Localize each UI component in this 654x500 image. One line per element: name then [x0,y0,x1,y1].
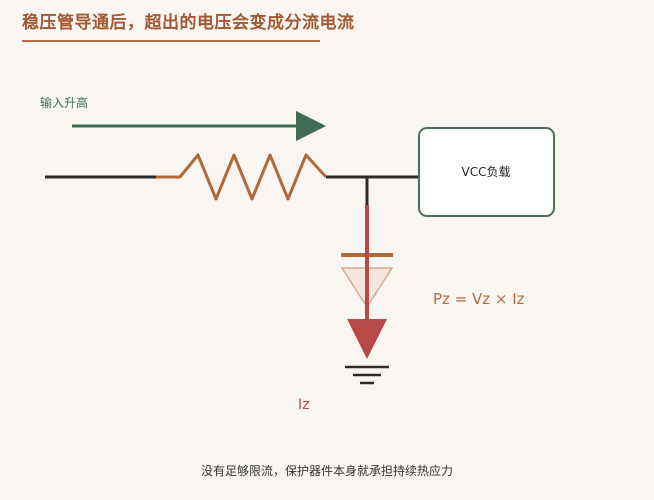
title-underline [22,40,320,42]
footer-note: 没有足够限流，保护器件本身就承担持续热应力 [200,464,453,478]
page-title: 稳压管导通后，超出的电压会变成分流电流 [22,13,355,33]
vcc-load-box [418,127,555,217]
current-label: Iz [298,397,309,413]
ground-icon [345,365,389,385]
resistor-symbol-icon [156,153,328,201]
vcc-load-label: VCC负载 [462,165,511,179]
input-rise-label: 输入升高 [40,95,88,110]
power-formula: Pz = Vz × Iz [433,290,525,308]
